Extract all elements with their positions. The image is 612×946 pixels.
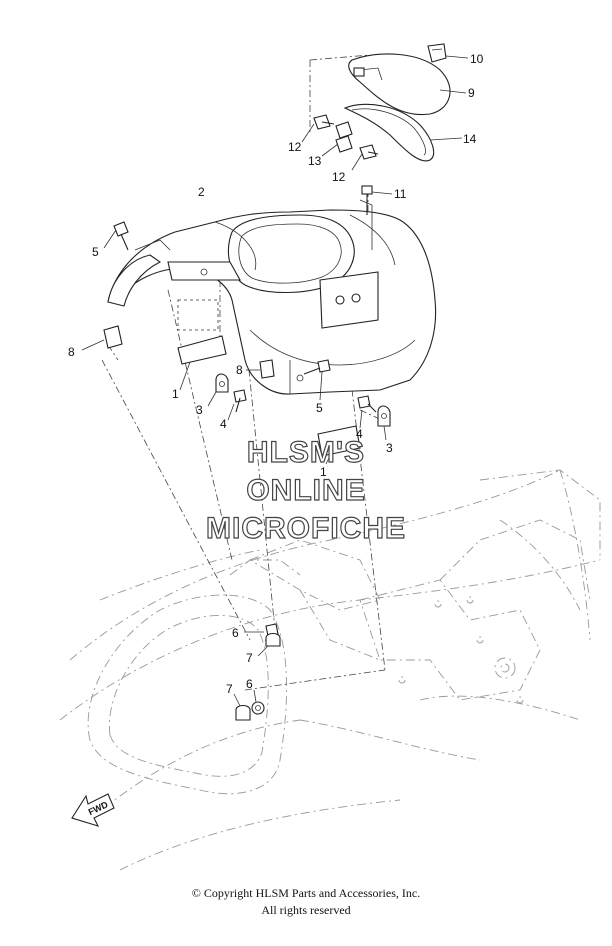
callout-9: 9 xyxy=(468,86,475,100)
callout-labels: 10 9 14 12 13 12 11 2 5 8 1 8 3 4 5 4 3 … xyxy=(68,52,484,696)
hull-phantom-outline xyxy=(59,469,601,871)
watermark-line-3: MICROFICHE xyxy=(206,512,406,545)
callout-8-left: 8 xyxy=(68,345,75,359)
callout-2: 2 xyxy=(198,185,205,199)
callout-13: 13 xyxy=(308,154,322,168)
lid-assembly xyxy=(301,43,469,215)
callout-6-lower: 6 xyxy=(246,677,253,691)
callout-4-right: 4 xyxy=(356,427,363,441)
callout-1-left: 1 xyxy=(172,387,179,401)
cover-assembly xyxy=(107,199,437,395)
callout-12-left: 12 xyxy=(288,140,302,154)
rights-line: All rights reserved xyxy=(261,903,351,917)
callout-7-upper: 7 xyxy=(246,651,253,665)
copyright-line: © Copyright HLSM Parts and Accessories, … xyxy=(191,886,421,900)
callout-10: 10 xyxy=(470,52,484,66)
callout-5-left: 5 xyxy=(92,245,99,259)
callout-11: 11 xyxy=(394,187,407,201)
watermark: HLSM'S ONLINE MICROFICHE xyxy=(205,435,406,545)
callout-6-upper: 6 xyxy=(232,626,239,640)
hardware-parts xyxy=(81,221,391,721)
callout-14: 14 xyxy=(463,132,477,146)
callout-4-left: 4 xyxy=(220,417,227,431)
callout-7-lower: 7 xyxy=(226,682,233,696)
watermark-line-1: HLSM'S xyxy=(247,436,365,469)
parts-diagram: 10 9 14 12 13 12 11 2 5 8 1 8 3 4 5 4 3 … xyxy=(59,43,601,871)
callout-8-center: 8 xyxy=(236,363,243,377)
callout-12-right: 12 xyxy=(332,170,346,184)
fwd-arrow-icon: FWD xyxy=(71,793,115,827)
callout-1-right: 1 xyxy=(320,465,327,479)
callout-5-center: 5 xyxy=(316,401,323,415)
watermark-line-2: ONLINE xyxy=(246,474,365,507)
callout-3-left: 3 xyxy=(196,403,203,417)
callout-3-right: 3 xyxy=(386,441,393,455)
